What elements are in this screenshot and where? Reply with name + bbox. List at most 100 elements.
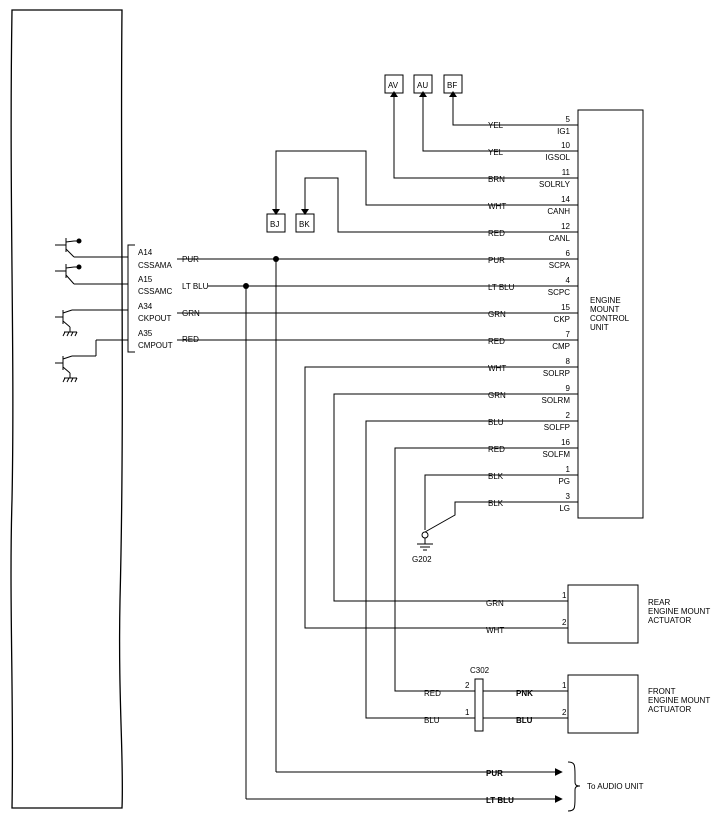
ref-au: AU xyxy=(417,81,428,90)
emcu-pin-name: PG xyxy=(558,477,570,486)
emcu-pin-number: 8 xyxy=(566,357,571,366)
ecm-pin-signal: CKPOUT xyxy=(138,314,171,323)
emcu-pin-number: 6 xyxy=(566,249,571,258)
front-actuator-label-line: FRONT xyxy=(648,687,676,696)
ref-boxes xyxy=(267,75,462,232)
emcu-pin-number: 15 xyxy=(561,303,570,312)
emcu-label-line: UNIT xyxy=(590,323,609,332)
emcu-pin-name: SOLRP xyxy=(543,369,570,378)
emcu-label-line: MOUNT xyxy=(590,305,619,314)
emcu-pin-name: SOLRLY xyxy=(539,180,571,189)
ref-bj: BJ xyxy=(270,220,279,229)
emcu-pin-name: SOLRM xyxy=(542,396,571,405)
wire-color-label: LT BLU xyxy=(486,796,514,805)
wire-color-label: WHT xyxy=(486,626,504,635)
transistor-icon xyxy=(55,238,128,257)
splice-dot xyxy=(273,256,279,262)
wire-color-label: GRN xyxy=(488,310,506,319)
emcu-pin-number: 2 xyxy=(566,411,571,420)
wire-color-label: BRN xyxy=(488,175,505,184)
emcu-pin-number: 4 xyxy=(566,276,571,285)
ecm-pin-number: A14 xyxy=(138,248,153,257)
emcu-pin-number: 1 xyxy=(566,465,571,474)
wire-color-label: YEL xyxy=(488,121,504,130)
wire-color-label: BLK xyxy=(488,472,504,481)
front-actuator-pin: 1 xyxy=(562,681,567,690)
front-actuator-label: FRONT ENGINE MOUNT ACTUATOR xyxy=(648,687,710,714)
wire-color-label: BLU xyxy=(424,716,440,725)
emcu-pin-name: CKP xyxy=(554,315,570,324)
emcu-pin-name: SOLFM xyxy=(542,450,570,459)
splice-dot xyxy=(243,283,249,289)
arrowheads xyxy=(272,91,457,215)
ecm-pin-signal: CSSAMA xyxy=(138,261,172,270)
emcu-pin-number: 12 xyxy=(561,222,570,231)
emcu-pin-number: 10 xyxy=(561,141,570,150)
ecm-emcu-wires xyxy=(177,259,578,803)
emcu-wire-labels: YEL YEL BRN WHT RED PUR LT BLU GRN RED W… xyxy=(488,121,515,508)
emcu-label-line: ENGINE xyxy=(590,296,621,305)
emcu-pin-labels: 5 IG1 10 IGSOL 11 SOLRLY 14 CANH 12 CANL… xyxy=(539,115,571,513)
front-actuator-label-line: ENGINE MOUNT xyxy=(648,696,710,705)
rear-actuator-label: REAR ENGINE MOUNT ACTUATOR xyxy=(648,598,710,625)
wire-color-label: LT BLU xyxy=(488,283,515,292)
ecm-pin-labels: A14 CSSAMA A15 CSSAMC A34 CKPOUT A35 CMP… xyxy=(138,248,173,350)
emcu-pin-name: CMP xyxy=(552,342,570,351)
wire-color-label: RED xyxy=(488,337,505,346)
rear-actuator-label-line: ENGINE MOUNT xyxy=(648,607,710,616)
ground-icon xyxy=(417,532,433,550)
ecm-pin-number: A35 xyxy=(138,329,153,338)
ref-labels: AV AU BF BJ BK xyxy=(270,81,457,229)
rear-actuator-label-line: ACTUATOR xyxy=(648,616,691,625)
wire-color-label: RED xyxy=(488,229,505,238)
emcu-upper-wires xyxy=(276,93,578,232)
front-actuator-box xyxy=(568,675,638,733)
emcu-pin-name: IG1 xyxy=(557,127,570,136)
wire-color-label: BLU xyxy=(488,418,504,427)
emcu-pin-name: IGSOL xyxy=(546,153,571,162)
wire-color-label: WHT xyxy=(488,364,506,373)
c302-pin: 1 xyxy=(465,708,470,717)
ecm-pin-signal: CMPOUT xyxy=(138,341,173,350)
wire-color-label: RED xyxy=(488,445,505,454)
ecm-pin-signal: CSSAMC xyxy=(138,287,172,296)
ecm-connector-bracket xyxy=(128,245,135,352)
wire-color-label: PUR xyxy=(488,256,505,265)
ref-bk: BK xyxy=(299,220,310,229)
emcu-pin-number: 11 xyxy=(562,168,571,177)
front-actuator-pin: 2 xyxy=(562,708,567,717)
ground-label: G202 xyxy=(412,555,432,564)
emcu-pin-name: SOLFP xyxy=(544,423,570,432)
ecm-box xyxy=(11,10,122,808)
emcu-pin-name: LG xyxy=(559,504,570,513)
wire-color-label: RED xyxy=(424,689,441,698)
emcu-pin-name: CANL xyxy=(549,234,571,243)
ref-bf: BF xyxy=(447,81,457,90)
ecm-pin-number: A34 xyxy=(138,302,153,311)
wire-color-label: PNK xyxy=(516,689,533,698)
emcu-pin-number: 9 xyxy=(566,384,571,393)
c302-connector xyxy=(475,679,483,731)
emcu-pin-name: SCPC xyxy=(548,288,570,297)
wire-color-label: YEL xyxy=(488,148,504,157)
emcu-pin-number: 14 xyxy=(561,195,570,204)
wire-color-label: WHT xyxy=(488,202,506,211)
wire-color-label: GRN xyxy=(486,599,504,608)
wire-color-label: BLU xyxy=(516,716,533,725)
transistor-icon xyxy=(55,310,128,336)
audio-brace xyxy=(568,762,580,811)
emcu-pin-number: 7 xyxy=(566,330,571,339)
wire-color-label: GRN xyxy=(488,391,506,400)
transistor-icon xyxy=(55,340,128,382)
ref-av: AV xyxy=(388,81,399,90)
wire-color-label: BLK xyxy=(488,499,504,508)
emcu-pin-number: 16 xyxy=(561,438,570,447)
wire-color-label: PUR xyxy=(486,769,503,778)
wire-color-label: LT BLU xyxy=(182,282,209,291)
ecm-transistors xyxy=(55,238,128,382)
emcu-label-line: CONTROL xyxy=(590,314,630,323)
transistor-icon xyxy=(55,264,128,284)
emcu-box xyxy=(578,110,643,518)
ecm-pin-number: A15 xyxy=(138,275,153,284)
